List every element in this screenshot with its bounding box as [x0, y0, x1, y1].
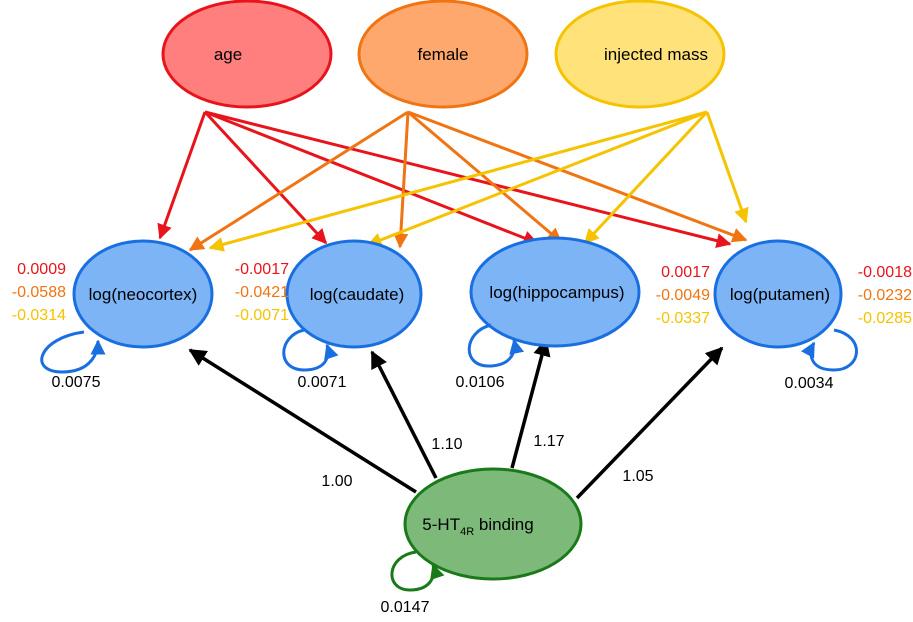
putamen-coef-mass: -0.0285 [858, 310, 912, 327]
putamen-node [713, 239, 843, 349]
hippocampus-coef-mass: -0.0337 [656, 310, 710, 327]
latent-label-sub: 4R [460, 526, 474, 538]
caudate-coef-age: -0.0017 [235, 261, 289, 278]
putamen-coef-female: -0.0232 [858, 287, 912, 304]
hippocampus-coef-female: -0.0049 [656, 287, 710, 304]
arrow-age-hippocampus [204, 110, 539, 246]
arrow-mass-caudate [366, 110, 708, 248]
arrow-female-neocortex [188, 110, 409, 252]
arrow-mass-hippocampus [583, 110, 709, 245]
latent-label-main: 5-HT [422, 515, 460, 534]
age-label: age [214, 45, 242, 64]
injected-mass-paths [208, 110, 749, 252]
latent-binding-label: 5-HT4R binding [422, 515, 533, 538]
latent-residual-label: 0.0147 [381, 599, 430, 616]
latent-label-tail: binding [474, 515, 534, 534]
loading-neocortex-label: 1.00 [321, 473, 352, 490]
neocortex-coef-mass: -0.0314 [12, 307, 66, 324]
hippocampus-residual-loop [467, 323, 524, 368]
caudate-coef-female: -0.0421 [235, 284, 289, 301]
injected-mass-label: injected mass [604, 45, 708, 64]
hippocampus-label: log(hippocampus) [489, 283, 624, 302]
loading-paths [188, 338, 724, 500]
arrow-latent-caudate [370, 350, 438, 479]
arrow-latent-putamen [575, 346, 724, 500]
neocortex-residual-loop [40, 330, 106, 374]
arrow-female-putamen [407, 110, 748, 243]
neocortex-residual-label: 0.0075 [52, 374, 101, 391]
caudate-residual-loop [282, 328, 339, 372]
hippocampus-residual-label: 0.0106 [456, 374, 505, 391]
hippocampus-node [469, 236, 641, 348]
latent-binding-node [403, 467, 583, 581]
arrow-mass-putamen [705, 111, 749, 224]
female-node [357, 0, 529, 109]
putamen-label: log(putamen) [730, 285, 830, 304]
arrow-mass-neocortex [208, 110, 708, 252]
putamen-residual-label: 0.0034 [785, 375, 834, 392]
arrow-latent-neocortex [188, 348, 417, 494]
putamen-residual-loop [800, 328, 858, 372]
neocortex-coef-age: 0.0009 [17, 261, 66, 278]
neocortex-node [72, 239, 214, 349]
neocortex-label: log(neocortex) [89, 285, 198, 304]
caudate-coef-mass: -0.0071 [235, 307, 289, 324]
arrow-age-neocortex [157, 111, 207, 240]
arrow-latent-hippocampus [510, 338, 551, 469]
caudate-residual-label: 0.0071 [298, 374, 347, 391]
arrow-female-hippocampus [407, 110, 563, 244]
arrow-female-caudate [393, 111, 410, 249]
arrow-age-caudate [203, 110, 328, 245]
putamen-coef-age: -0.0018 [858, 264, 912, 281]
latent-residual-loop [390, 550, 445, 592]
loading-putamen-label: 1.05 [622, 468, 653, 485]
caudate-label: log(caudate) [310, 285, 405, 304]
female-paths [188, 110, 748, 252]
hippocampus-coef-age: 0.0017 [661, 264, 710, 281]
female-label: female [417, 45, 468, 64]
loading-caudate-label: 1.10 [431, 436, 462, 453]
caudate-node [285, 239, 423, 349]
neocortex-coef-female: -0.0588 [12, 284, 66, 301]
age-node [161, 0, 333, 109]
injected-mass-node [554, 0, 726, 109]
loading-hippocampus-label: 1.17 [533, 433, 564, 450]
